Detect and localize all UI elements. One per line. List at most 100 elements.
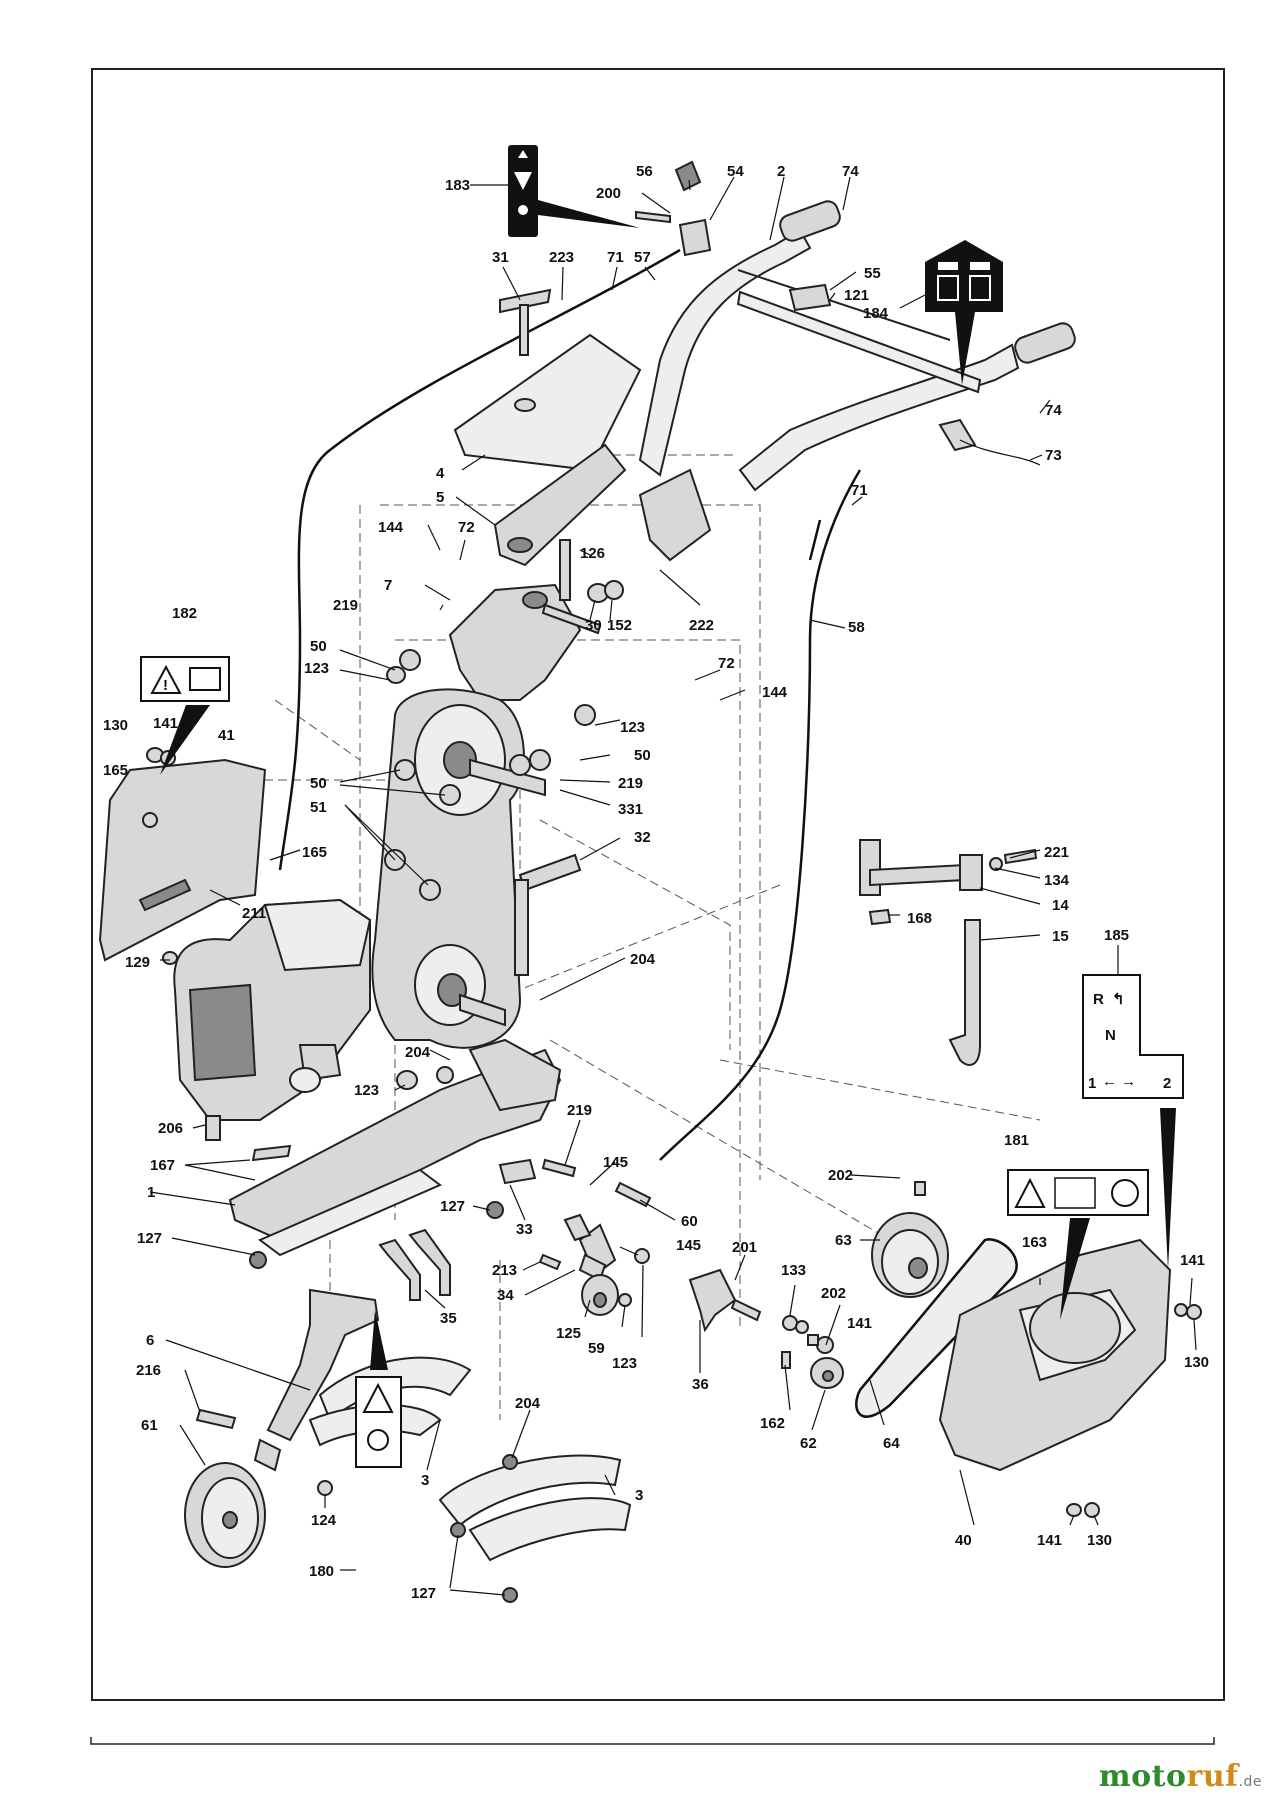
label-part-219-mid: 219 (618, 775, 643, 792)
label-part-219-low: 219 (567, 1102, 592, 1119)
shift-lever (859, 839, 1038, 1066)
label-part-56: 56 (636, 163, 653, 180)
label-part-74-right: 74 (1045, 402, 1062, 419)
label-part-51: 51 (310, 799, 327, 816)
label-part-30: 30 (585, 617, 602, 634)
label-part-180: 180 (309, 1563, 334, 1580)
label-part-123-b: 123 (620, 719, 645, 736)
label-part-206: 206 (158, 1120, 183, 1137)
gear-n: N (1105, 1027, 1116, 1044)
gear-2: 2 (1163, 1075, 1171, 1092)
grip-right (1014, 322, 1076, 364)
leader-lines (149, 176, 1197, 1596)
label-part-168: 168 (907, 910, 932, 927)
label-part-141-mid: 141 (847, 1315, 872, 1332)
label-part-123-d: 123 (612, 1355, 637, 1372)
label-part-15: 15 (1052, 928, 1069, 945)
label-part-72-top: 72 (458, 519, 475, 536)
label-part-63: 63 (835, 1232, 852, 1249)
bottom-bracket (90, 1737, 1215, 1745)
label-part-50-right: 50 (634, 747, 651, 764)
label-part-184: 184 (863, 305, 889, 322)
label-part-211: 211 (242, 905, 266, 922)
part-number-labels: 183 56 54 2 74 200 31 223 71 57 55 121 1… (103, 163, 1209, 1602)
label-part-1: 1 (147, 1184, 155, 1201)
label-part-145-mid: 145 (676, 1237, 701, 1254)
diagram-border (91, 68, 1225, 1701)
label-part-130-left: 130 (103, 717, 128, 734)
label-part-34: 34 (497, 1287, 514, 1304)
label-part-50-left: 50 (310, 775, 327, 792)
label-part-2: 2 (777, 163, 785, 180)
grip-left (779, 200, 841, 242)
label-part-165-top: 165 (103, 762, 128, 779)
label-part-121: 121 (844, 287, 869, 304)
label-part-133: 133 (781, 1262, 806, 1279)
label-part-202-mid: 202 (821, 1285, 846, 1302)
label-183 (470, 145, 640, 237)
label-part-141-bottom: 141 (1037, 1532, 1062, 1549)
label-part-33: 33 (516, 1221, 533, 1238)
svg-text:↰: ↰ (1112, 991, 1125, 1008)
label-part-71-top: 71 (607, 249, 624, 266)
label-part-5: 5 (436, 489, 444, 506)
label-part-152: 152 (607, 617, 632, 634)
label-180 (355, 1310, 402, 1468)
gear-r: R (1093, 991, 1104, 1008)
label-part-55: 55 (864, 265, 881, 282)
label-part-183: 183 (445, 177, 470, 194)
label-part-331: 331 (618, 801, 643, 818)
label-part-32: 32 (634, 829, 651, 846)
label-part-201: 201 (732, 1239, 757, 1256)
label-184 (899, 240, 1003, 385)
label-part-58: 58 (848, 619, 865, 636)
label-part-123-a: 123 (304, 660, 329, 677)
label-part-127-mid: 127 (440, 1198, 465, 1215)
label-part-145-top: 145 (603, 1154, 628, 1171)
svg-text:!: ! (163, 677, 168, 694)
label-part-125: 125 (556, 1325, 581, 1342)
pulley-and-belt (855, 1181, 1018, 1418)
label-part-4: 4 (436, 465, 445, 482)
label-part-6: 6 (146, 1332, 154, 1349)
label-part-127-bottom: 127 (411, 1585, 436, 1602)
clutch-parts (538, 1181, 844, 1389)
label-part-73: 73 (1045, 447, 1062, 464)
label-part-213: 213 (492, 1262, 517, 1279)
wheel-assembly (184, 1288, 380, 1568)
label-part-127-left: 127 (137, 1230, 162, 1247)
label-part-14: 14 (1052, 897, 1069, 914)
svg-text:← →: ← → (1102, 1073, 1136, 1090)
label-part-204-low: 204 (515, 1395, 541, 1412)
label-181 (1007, 1169, 1149, 1320)
label-185-gear-shift: R ↰ N 1 ← → 2 (1082, 945, 1184, 1270)
watermark-logo: motoruf.de (1098, 1759, 1262, 1794)
label-part-216: 216 (136, 1362, 161, 1379)
label-part-144-top: 144 (378, 519, 404, 536)
label-part-185: 185 (1104, 927, 1129, 944)
label-part-162: 162 (760, 1415, 785, 1432)
label-part-124: 124 (311, 1512, 337, 1529)
label-part-167: 167 (150, 1157, 175, 1174)
label-part-50-top: 50 (310, 638, 327, 655)
label-part-200: 200 (596, 185, 621, 202)
label-part-62: 62 (800, 1435, 817, 1452)
label-part-222: 222 (689, 617, 714, 634)
label-part-54: 54 (727, 163, 744, 180)
handlebar (635, 160, 1076, 562)
gear-1: 1 (1088, 1075, 1096, 1092)
label-part-204-mid: 204 (405, 1044, 431, 1061)
label-part-74-top: 74 (842, 163, 859, 180)
label-part-130-bottom: 130 (1087, 1532, 1112, 1549)
belt-guard (938, 1238, 1202, 1518)
label-part-64: 64 (883, 1435, 900, 1452)
label-part-123-c: 123 (354, 1082, 379, 1099)
chain-case (371, 649, 596, 1049)
label-part-59: 59 (588, 1340, 605, 1357)
label-part-61: 61 (141, 1417, 158, 1434)
label-part-40: 40 (955, 1532, 972, 1549)
label-part-181: 181 (1004, 1132, 1029, 1149)
label-part-71-right: 71 (851, 482, 868, 499)
label-182: ! (140, 656, 230, 775)
label-part-3-right: 3 (635, 1487, 643, 1504)
